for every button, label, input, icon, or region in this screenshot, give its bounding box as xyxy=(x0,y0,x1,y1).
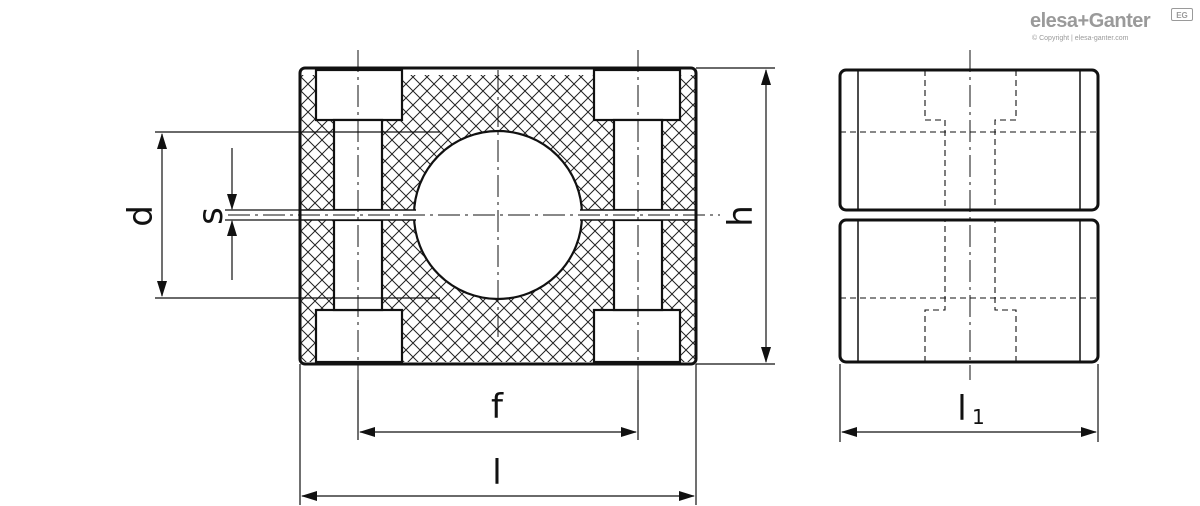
counterbore-top-left xyxy=(314,68,404,122)
side-upper-block xyxy=(838,68,1100,212)
label-l1-subscript: 1 xyxy=(972,405,985,429)
brand-copyright: © Copyright | elesa-ganter.com xyxy=(1032,35,1129,42)
side-view: l 1 xyxy=(838,50,1100,442)
hidden-counterbore-bottom xyxy=(924,220,1017,362)
brand-badge: EG xyxy=(1171,8,1193,21)
label-s: s xyxy=(191,207,231,225)
label-l: l xyxy=(492,453,501,493)
label-h: h xyxy=(721,205,761,227)
label-l1: l xyxy=(957,389,966,429)
counterbore-bottom-right xyxy=(592,308,682,364)
label-f: f xyxy=(491,387,504,427)
counterbore-bottom-left xyxy=(314,308,404,364)
label-d: d xyxy=(121,205,161,227)
front-view xyxy=(228,50,720,380)
counterbore-top-right xyxy=(592,68,682,122)
side-lower-block xyxy=(838,218,1100,364)
brand-logo: elesa+Ganter EG © Copyright | elesa-gant… xyxy=(1030,8,1195,44)
hidden-counterbore-top xyxy=(924,70,1017,210)
brand-name: elesa+Ganter xyxy=(1030,10,1151,32)
front-outline xyxy=(298,66,698,366)
